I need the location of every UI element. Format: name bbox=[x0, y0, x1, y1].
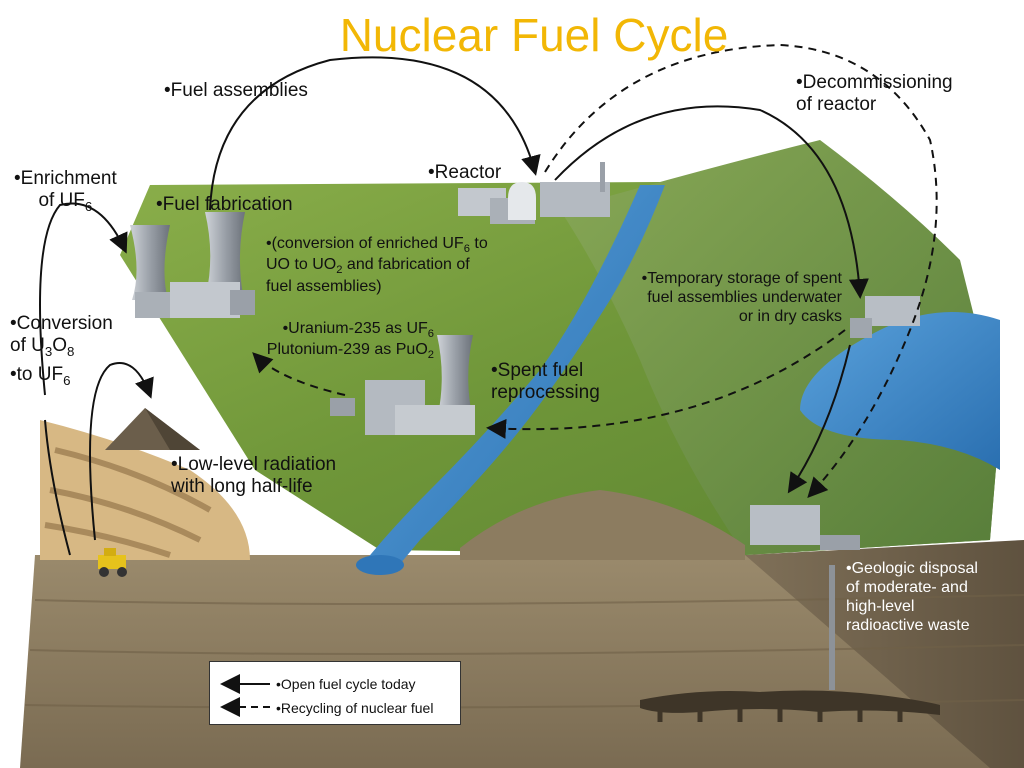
disposal-shaft bbox=[829, 565, 835, 690]
label-conversion: •Conversion of U3O8 •to UF6 bbox=[10, 313, 113, 388]
river bbox=[362, 185, 665, 570]
arrow-enrichment-to-fabrication bbox=[39, 202, 128, 396]
legend: •Open fuel cycle today •Recycling of nuc… bbox=[209, 661, 461, 725]
arrow-mine-up bbox=[44, 419, 71, 556]
label-temporary-storage: •Temporary storage of spent fuel assembl… bbox=[641, 270, 842, 325]
legend-open-cycle: •Open fuel cycle today bbox=[276, 676, 416, 692]
disposal-tunnel-branches bbox=[657, 705, 903, 722]
label-fuel-fabrication: •Fuel fabrication bbox=[156, 194, 293, 215]
label-fuel-assemblies: •Fuel assemblies bbox=[164, 80, 308, 101]
dashed-arrow-reprocessing-to-fabrication bbox=[252, 352, 346, 396]
arrow-storage-to-disposal bbox=[787, 344, 851, 494]
disposal-tunnels bbox=[640, 690, 940, 715]
hill-front-edge bbox=[460, 490, 745, 560]
label-low-level-radiation: •Low-level radiation with long half-life bbox=[171, 454, 337, 498]
arrow-mine-to-conversion bbox=[89, 362, 154, 541]
label-enrichment: •Enrichment of UF6 bbox=[14, 168, 117, 215]
bulldozer-icon bbox=[98, 548, 127, 577]
arrow-reactor-to-storage bbox=[554, 105, 869, 299]
lake bbox=[800, 312, 1000, 470]
mine-pit bbox=[40, 420, 250, 560]
ore-pile-shade bbox=[145, 408, 200, 450]
legend-lines bbox=[220, 674, 270, 717]
legend-recycling: •Recycling of nuclear fuel bbox=[276, 700, 434, 716]
label-reactor: •Reactor bbox=[428, 162, 502, 183]
page-title: Nuclear Fuel Cycle bbox=[339, 9, 729, 61]
dashed-arrow-storage-to-reprocessing bbox=[486, 329, 846, 439]
dashed-arrow-reactor-to-decommissioning bbox=[544, 43, 938, 498]
river-mouth bbox=[356, 555, 404, 575]
label-geologic-disposal: •Geologic disposal of moderate- and high… bbox=[846, 560, 978, 634]
label-spent-fuel-reprocessing: •Spent fuel reprocessing bbox=[491, 360, 600, 404]
fuel-fabrication-plant bbox=[130, 212, 255, 318]
temporary-storage-building bbox=[850, 296, 920, 338]
reactor-building bbox=[458, 162, 610, 224]
disposal-surface-building bbox=[750, 505, 860, 550]
label-uranium-plutonium: •Uranium-235 as UF6 Plutonium-239 as PuO… bbox=[266, 320, 434, 362]
reprocessing-plant bbox=[330, 335, 475, 435]
mine-terrace-lines bbox=[44, 447, 212, 558]
label-decommissioning: •Decommissioning of reactor bbox=[796, 72, 953, 116]
green-hill bbox=[560, 140, 1000, 555]
label-conversion-enriched: •(conversion of enriched UF6 to UO to UO… bbox=[266, 235, 488, 295]
arrow-fabrication-to-reactor bbox=[209, 56, 541, 211]
